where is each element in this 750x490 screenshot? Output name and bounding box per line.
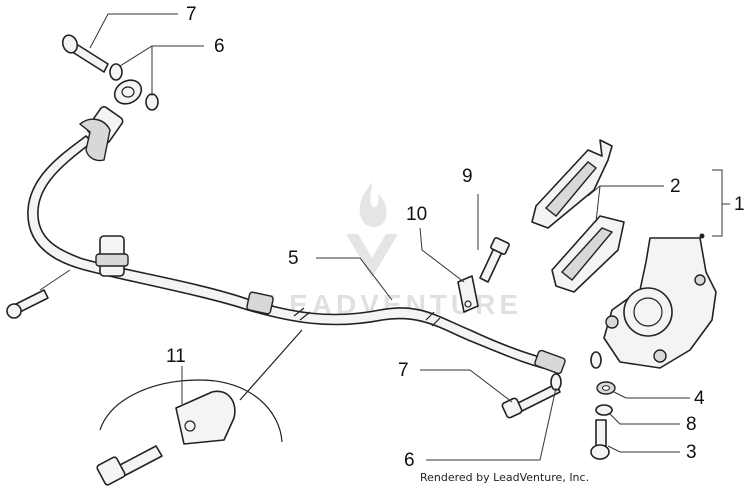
callout-7-top: 7 [186,4,197,25]
guide-bracket-bolt [479,237,510,283]
detail-inset [96,329,303,486]
leader-lines [39,13,730,461]
top-banjo-bolt [61,34,109,73]
upper-hose-clamp [78,118,111,162]
lower-copper-washers [550,351,602,391]
callout-8: 8 [686,414,697,435]
lower-banjo-bolt [501,383,561,419]
callout-6-top: 6 [214,36,225,57]
brake-hose [27,135,566,375]
leadventure-watermark: LEADVENTURE [268,182,518,320]
brake-caliper [603,233,717,369]
mid-hose-bracket [95,235,129,277]
callout-2: 2 [670,176,681,197]
callout-9: 9 [462,166,473,187]
top-copper-washers [109,63,159,111]
callout-10: 10 [406,204,427,225]
callout-4: 4 [694,388,705,409]
callout-3: 3 [686,442,697,463]
callout-labels: 7 6 2 1 9 10 5 11 7 4 8 3 6 [166,4,745,471]
caliper-screw [590,419,610,460]
caliper-seal [596,381,616,395]
callout-7-bottom: 7 [398,360,409,381]
callout-6-bottom: 6 [404,450,415,471]
brake-pads [531,139,625,293]
callout-11: 11 [166,346,186,367]
caliper-washer [595,404,613,416]
render-credit: Rendered by LeadVenture, Inc. [420,471,589,484]
callout-5: 5 [288,248,299,269]
bracket-screw [6,289,49,319]
hose-guide-bracket [457,275,479,313]
callout-1: 1 [734,194,745,215]
